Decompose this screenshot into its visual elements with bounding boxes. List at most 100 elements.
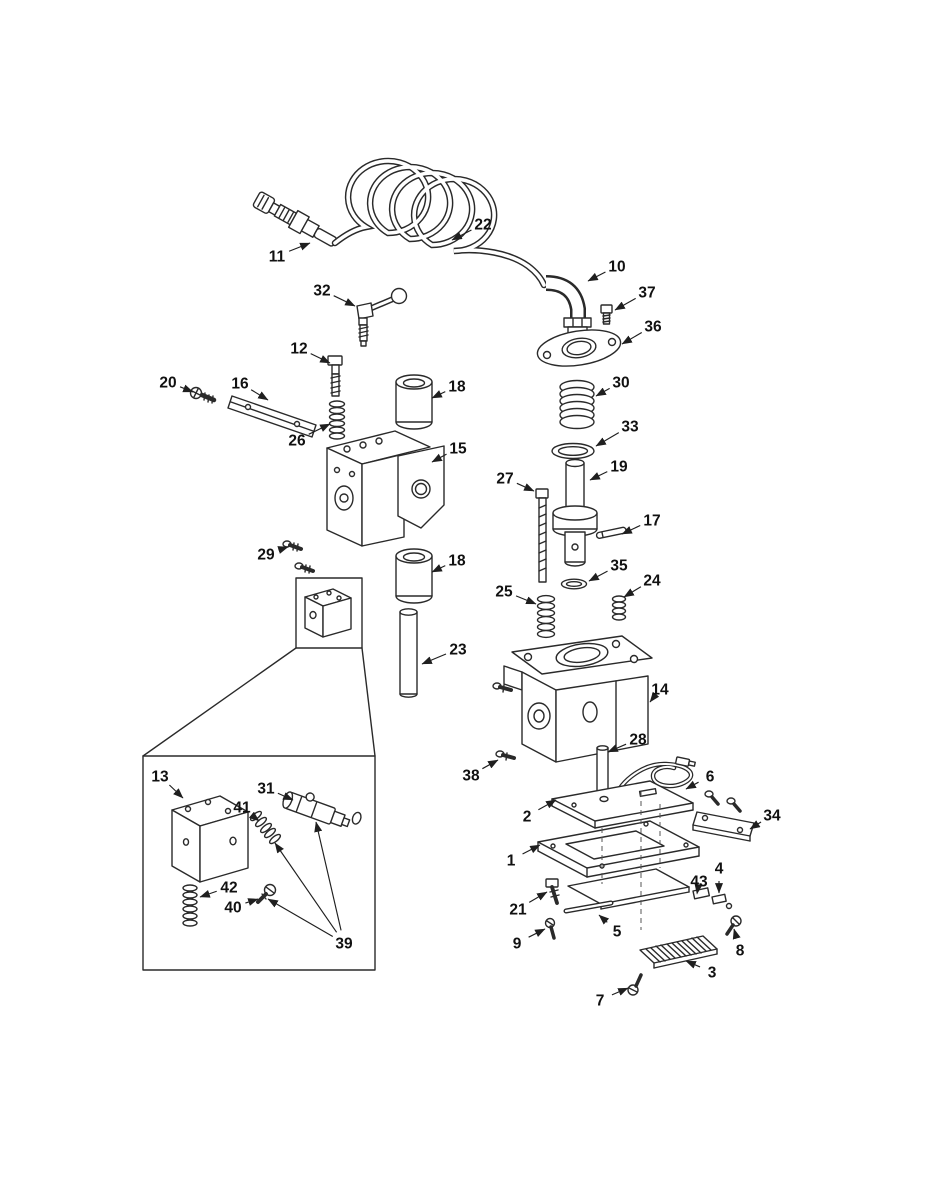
long-screw-27 [535,488,549,583]
callout-8: 8 [732,928,745,960]
svg-text:10: 10 [608,259,625,276]
coiled-hose [331,157,548,289]
cartridge-31 [282,791,362,828]
sleeve-lower [395,548,433,604]
rod-23 [399,608,418,698]
detail-reference-box [142,577,376,757]
main-body [503,635,653,763]
callout-27: 27 [496,471,535,492]
svg-text:8: 8 [736,943,745,960]
spring-30 [559,379,595,430]
callout-38: 38 [462,759,499,785]
hose-connector [252,191,338,247]
svg-text:11: 11 [269,249,286,266]
svg-text:22: 22 [474,217,491,234]
svg-text:7: 7 [596,993,605,1010]
callout-22: 22 [451,217,492,241]
svg-text:24: 24 [643,573,661,590]
sub-frame [567,792,690,930]
screw-7 [627,973,643,996]
svg-text:28: 28 [629,732,647,749]
callout-26: 26 [288,423,331,450]
svg-text:18: 18 [448,379,466,396]
svg-text:32: 32 [313,283,330,300]
svg-text:35: 35 [610,558,628,575]
lever-handle [356,287,408,347]
callout-42: 42 [199,880,238,898]
svg-text:23: 23 [449,642,467,659]
spring-24 [611,595,627,621]
callout-4: 4 [715,861,724,894]
screws-38 [492,682,516,761]
bolt-12 [327,355,343,397]
bracket-strip [227,395,317,438]
inset-box [142,755,376,971]
svg-text:16: 16 [231,376,249,393]
callout-11: 11 [269,242,311,266]
callout-14: 14 [649,682,669,703]
valve-block-13 [171,795,249,883]
screw-9 [544,917,556,940]
manifold-block [326,430,445,547]
stud-28 [596,745,609,793]
svg-text:30: 30 [612,375,629,392]
svg-text:29: 29 [257,547,275,564]
callout-7: 7 [596,987,629,1010]
callout-10: 10 [587,259,626,282]
svg-text:17: 17 [643,513,660,530]
side-bracket [692,790,755,842]
base-plate [537,820,700,878]
svg-text:21: 21 [509,902,527,919]
sleeve-upper [395,374,433,430]
svg-text:12: 12 [290,341,307,358]
svg-text:4: 4 [715,861,724,878]
o-ring-35 [560,578,588,590]
svg-text:5: 5 [613,924,622,941]
svg-text:6: 6 [706,769,715,786]
callout-5: 5 [598,914,622,941]
callout-13: 13 [151,769,184,799]
svg-text:13: 13 [151,769,169,786]
callout-3: 3 [685,960,717,982]
callout-32: 32 [313,283,356,307]
callout-23: 23 [421,642,467,665]
callout-21: 21 [509,891,548,919]
screw-20 [189,386,217,404]
callout-25: 25 [495,584,537,605]
svg-text:42: 42 [220,880,237,897]
svg-text:27: 27 [496,471,513,488]
callout-40: 40 [224,898,259,917]
callout-16: 16 [231,376,269,401]
bolt-21 [545,878,560,905]
callout-39: 39 [267,821,353,953]
svg-text:3: 3 [708,965,717,982]
callout-36: 36 [621,319,662,345]
svg-text:20: 20 [159,375,176,392]
callout-12: 12 [290,341,331,364]
callout-29: 29 [257,546,289,564]
set-screws-29 [282,540,315,574]
svg-text:39: 39 [335,936,353,953]
callout-20: 20 [159,375,194,393]
callout-43: 43 [690,874,708,895]
elbow-fitting [545,275,592,335]
spring-25 [536,594,556,639]
spring-26 [328,400,346,440]
svg-text:9: 9 [513,936,522,953]
svg-text:37: 37 [638,285,655,302]
callout-28: 28 [607,732,647,753]
callout-18: 18 [431,379,466,399]
svg-text:38: 38 [462,768,480,785]
flange-plate [536,329,622,367]
callout-19: 19 [589,459,628,481]
callout-18: 18 [431,553,466,573]
svg-text:41: 41 [233,800,251,817]
svg-text:19: 19 [610,459,628,476]
svg-text:2: 2 [523,809,532,826]
clip-parts-4-43 [692,887,733,910]
callout-35: 35 [588,558,628,582]
callout-31: 31 [257,781,294,801]
svg-text:1: 1 [507,853,516,870]
